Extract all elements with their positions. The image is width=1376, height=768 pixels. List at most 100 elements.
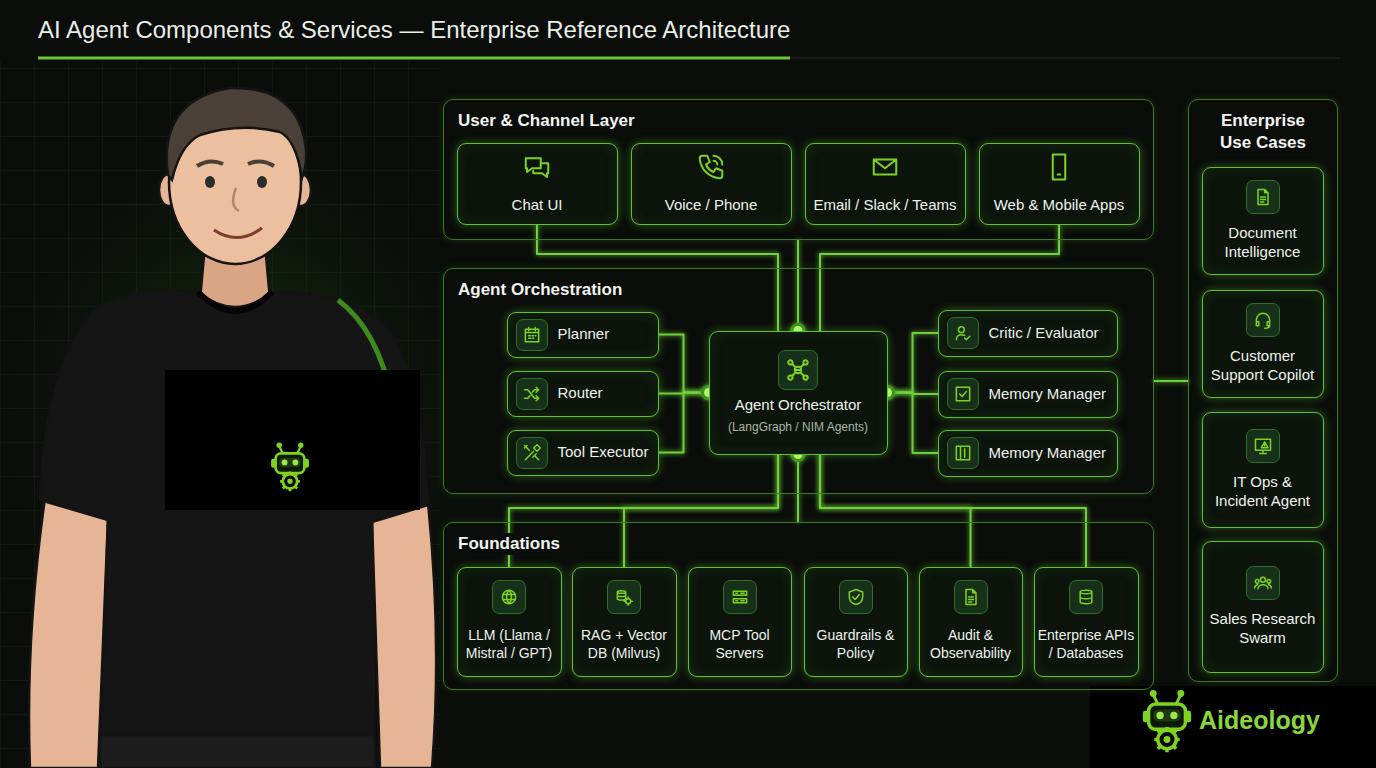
foundation-box: Guardrails & Policy — [804, 567, 908, 677]
channel-box: Email / Slack / Teams — [805, 143, 966, 226]
box-label: Memory Manager — [989, 444, 1107, 463]
box-label: Router — [558, 384, 603, 403]
box-label: Memory Manager — [989, 385, 1107, 404]
icon-glyph — [730, 587, 750, 607]
icon-glyph — [846, 587, 866, 607]
band-heading: Enterprise Use Cases — [1204, 110, 1322, 154]
agent-component-box: Tool Executor — [507, 430, 659, 476]
icon-glyph — [1044, 152, 1074, 182]
box-label: Customer Support Copilot — [1208, 347, 1318, 385]
icon-glyph — [1253, 436, 1273, 456]
box-label: Planner — [558, 325, 610, 344]
agent-component-box: Router — [507, 371, 659, 417]
icon-glyph — [1253, 187, 1273, 207]
diagram-title: AI Agent Components & Services — Enterpr… — [38, 16, 790, 44]
icon — [954, 580, 988, 614]
icon-glyph — [522, 384, 542, 404]
icon — [839, 580, 873, 614]
box-label: MCP Tool Servers — [692, 626, 788, 662]
icon — [1069, 580, 1103, 614]
icon-glyph — [953, 384, 973, 404]
use-case-box: Sales Research Swarm — [1202, 541, 1324, 673]
layer-band: User & Channel LayerChat UI Voice / Phone… — [443, 99, 1154, 240]
agent-component-box: Critic / Evaluator — [938, 310, 1118, 357]
box-label: Guardrails & Policy — [808, 626, 904, 662]
icon-glyph — [961, 587, 981, 607]
layer-band: FoundationsLLM (Llama / Mistral / GPT) RA… — [443, 522, 1154, 690]
channel-box: Voice / Phone — [631, 143, 792, 226]
icon-glyph — [522, 443, 542, 463]
box-subtitle: (LangGraph / NIM Agents) — [728, 420, 868, 435]
agent-component-box: Memory Manager — [938, 430, 1118, 477]
foundation-box: Audit & Observability — [919, 567, 1023, 677]
icon — [947, 378, 979, 410]
orchestrator-box: Agent Orchestrator (LangGraph / NIM Agent… — [709, 331, 888, 455]
icon-glyph — [870, 152, 900, 182]
icon-glyph — [522, 325, 542, 345]
box-label: RAG + Vector DB (Milvus) — [576, 626, 673, 662]
band-heading: Foundations — [455, 533, 563, 555]
use-case-box: Customer Support Copilot — [1202, 290, 1324, 398]
box-label: Audit & Observability — [923, 626, 1019, 662]
icon-glyph — [1253, 310, 1273, 330]
agent-component-box: Memory Manager — [938, 371, 1118, 418]
foundation-box: LLM (Llama / Mistral / GPT) — [457, 567, 562, 677]
icon — [947, 317, 979, 349]
brand-logo: Aideology — [1199, 706, 1320, 735]
foundation-box: MCP Tool Servers — [688, 567, 792, 677]
icon — [522, 152, 552, 186]
connector-line — [659, 335, 709, 393]
icon — [1246, 303, 1280, 337]
icon — [947, 437, 979, 469]
icon-glyph — [953, 443, 973, 463]
box-label: Email / Slack / Teams — [813, 196, 956, 215]
icon-glyph — [1076, 587, 1096, 607]
icon-glyph — [1253, 573, 1273, 593]
icon-glyph — [522, 152, 552, 182]
icon — [870, 152, 900, 186]
icon-glyph — [614, 587, 634, 607]
box-label: Chat UI — [512, 196, 563, 215]
box-label: Web & Mobile Apps — [994, 196, 1125, 215]
connector-line — [797, 240, 799, 331]
use-case-box: Document Intelligence — [1202, 167, 1324, 275]
icon — [516, 319, 548, 351]
icon — [516, 378, 548, 410]
box-label: Agent Orchestrator — [735, 396, 862, 415]
connector-line — [888, 393, 938, 454]
icon — [723, 580, 757, 614]
connector-line — [888, 333, 938, 393]
agent-component-box: Planner — [507, 312, 659, 358]
box-label: Critic / Evaluator — [989, 324, 1099, 343]
icon-glyph — [499, 587, 519, 607]
icon — [696, 152, 726, 186]
icon — [492, 580, 526, 614]
connector-line — [1154, 380, 1188, 382]
icon-glyph — [953, 323, 973, 343]
icon — [1246, 566, 1280, 600]
icon-glyph — [696, 152, 726, 182]
layer-band: Agent OrchestrationPlannerRouterTool Exe… — [443, 268, 1154, 494]
icon — [516, 437, 548, 469]
use-case-box: IT Ops & Incident Agent — [1202, 412, 1324, 528]
icon — [607, 580, 641, 614]
box-label: Enterprise APIs / Databases — [1038, 626, 1135, 662]
connector-line — [888, 393, 938, 395]
connector-line — [659, 393, 709, 453]
brand-logo-text: Aideology — [1199, 706, 1320, 735]
layer-band: Enterprise Use CasesDocument Intelligenc… — [1188, 99, 1338, 682]
foundation-box: RAG + Vector DB (Milvus) — [572, 567, 677, 677]
box-label: LLM (Llama / Mistral / GPT) — [461, 626, 558, 662]
connector-line — [797, 455, 799, 523]
channel-box: Chat UI — [457, 143, 618, 226]
box-label: Sales Research Swarm — [1208, 610, 1318, 648]
foundation-box: Enterprise APIs / Databases — [1034, 567, 1139, 677]
box-label: Tool Executor — [558, 443, 649, 462]
icon-glyph — [785, 357, 811, 383]
icon — [1246, 429, 1280, 463]
title-block: AI Agent Components & Services — Enterpr… — [38, 16, 790, 44]
box-label: Voice / Phone — [665, 196, 758, 215]
box-label: IT Ops & Incident Agent — [1208, 473, 1318, 511]
band-heading: User & Channel Layer — [455, 110, 638, 132]
icon — [1246, 180, 1280, 214]
